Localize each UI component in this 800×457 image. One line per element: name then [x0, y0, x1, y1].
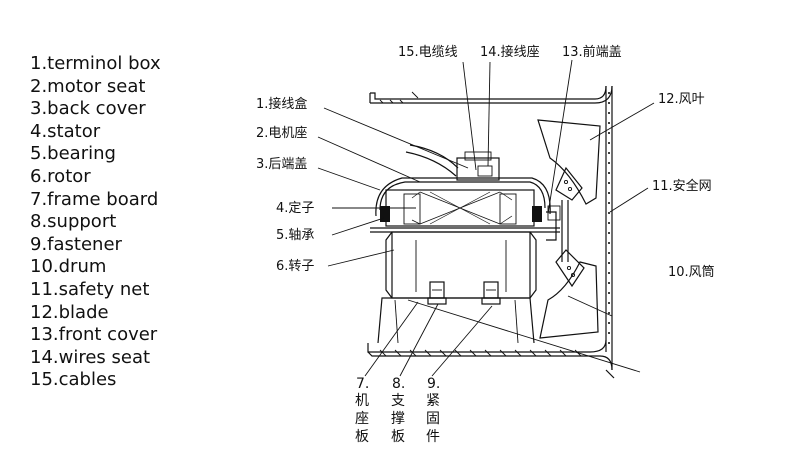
callout-drum: 10.风筒: [668, 264, 715, 280]
vlabel-9-num: 9.: [427, 376, 440, 392]
legend-item-cables: 15.cables: [30, 369, 117, 391]
legend-item-back-cover: 3.back cover: [30, 98, 146, 120]
legend-item-fastener: 9.fastener: [30, 233, 122, 255]
vlabel-support: 8. 支 撑 板: [391, 376, 405, 445]
callout-rotor: 6.转子: [276, 259, 314, 274]
vlabel-8-num: 8.: [392, 376, 405, 392]
legend-item-frame-board: 7.frame board: [30, 188, 159, 210]
callout-cables: 15.电缆线: [398, 44, 458, 60]
legend-item-terminal-box: 1.terminol box: [30, 53, 161, 74]
vlabel-8-char3: 板: [391, 429, 405, 445]
callout-blade: 12.风叶: [658, 92, 705, 107]
legend-item-blade: 12.blade: [30, 301, 109, 323]
callout-wires-seat: 14.接线座: [480, 44, 540, 60]
legend-item-safety-net: 11.safety net: [30, 278, 150, 300]
callout-bearing: 5.轴承: [276, 228, 314, 243]
fan-blades: [537, 119, 601, 339]
motor-body: [370, 144, 560, 305]
stator-windings: [403, 191, 517, 225]
legend-item-rotor: 6.rotor: [30, 165, 91, 187]
legend-item-drum: 10.drum: [30, 256, 107, 278]
vlabel-9-char2: 固: [426, 411, 440, 427]
legend-item-stator: 4.stator: [30, 120, 101, 142]
callout-terminal-box: 1.接线盒: [256, 96, 307, 112]
vlabel-frame-board: 7. 机 座 板: [355, 376, 369, 445]
legend-item-support: 8.support: [30, 211, 117, 233]
vlabel-7-num: 7.: [356, 376, 369, 392]
legend-item-motor-seat: 2.motor seat: [30, 75, 146, 97]
legend-item-wires-seat: 14.wires seat: [30, 346, 151, 368]
vlabel-fastener: 9. 紧 固 件: [426, 376, 440, 445]
legend-item-front-cover: 13.front cover: [30, 324, 158, 346]
callout-back-cover: 3.后端盖: [256, 157, 307, 172]
vlabel-7-char2: 座: [355, 411, 369, 427]
vlabel-8-char2: 撑: [391, 411, 405, 427]
callout-stator: 4.定子: [276, 201, 314, 216]
parts-legend: 1.terminol box 2.motor seat 3.back cover…: [30, 53, 161, 392]
legend-item-bearing: 5.bearing: [30, 143, 116, 165]
callout-safety-net: 11.安全网: [652, 178, 712, 194]
callout-front-cover: 13.前端盖: [562, 44, 622, 60]
callout-motor-seat: 2.电机座: [256, 126, 307, 141]
leader-lines: [317, 59, 655, 377]
vlabel-7-char3: 板: [355, 429, 369, 445]
vlabel-9-char3: 件: [426, 429, 440, 445]
vlabel-7-char1: 机: [355, 393, 369, 409]
frame-board: [377, 297, 535, 344]
vlabel-8-char1: 支: [391, 393, 405, 409]
vlabel-9-char1: 紧: [426, 393, 440, 409]
